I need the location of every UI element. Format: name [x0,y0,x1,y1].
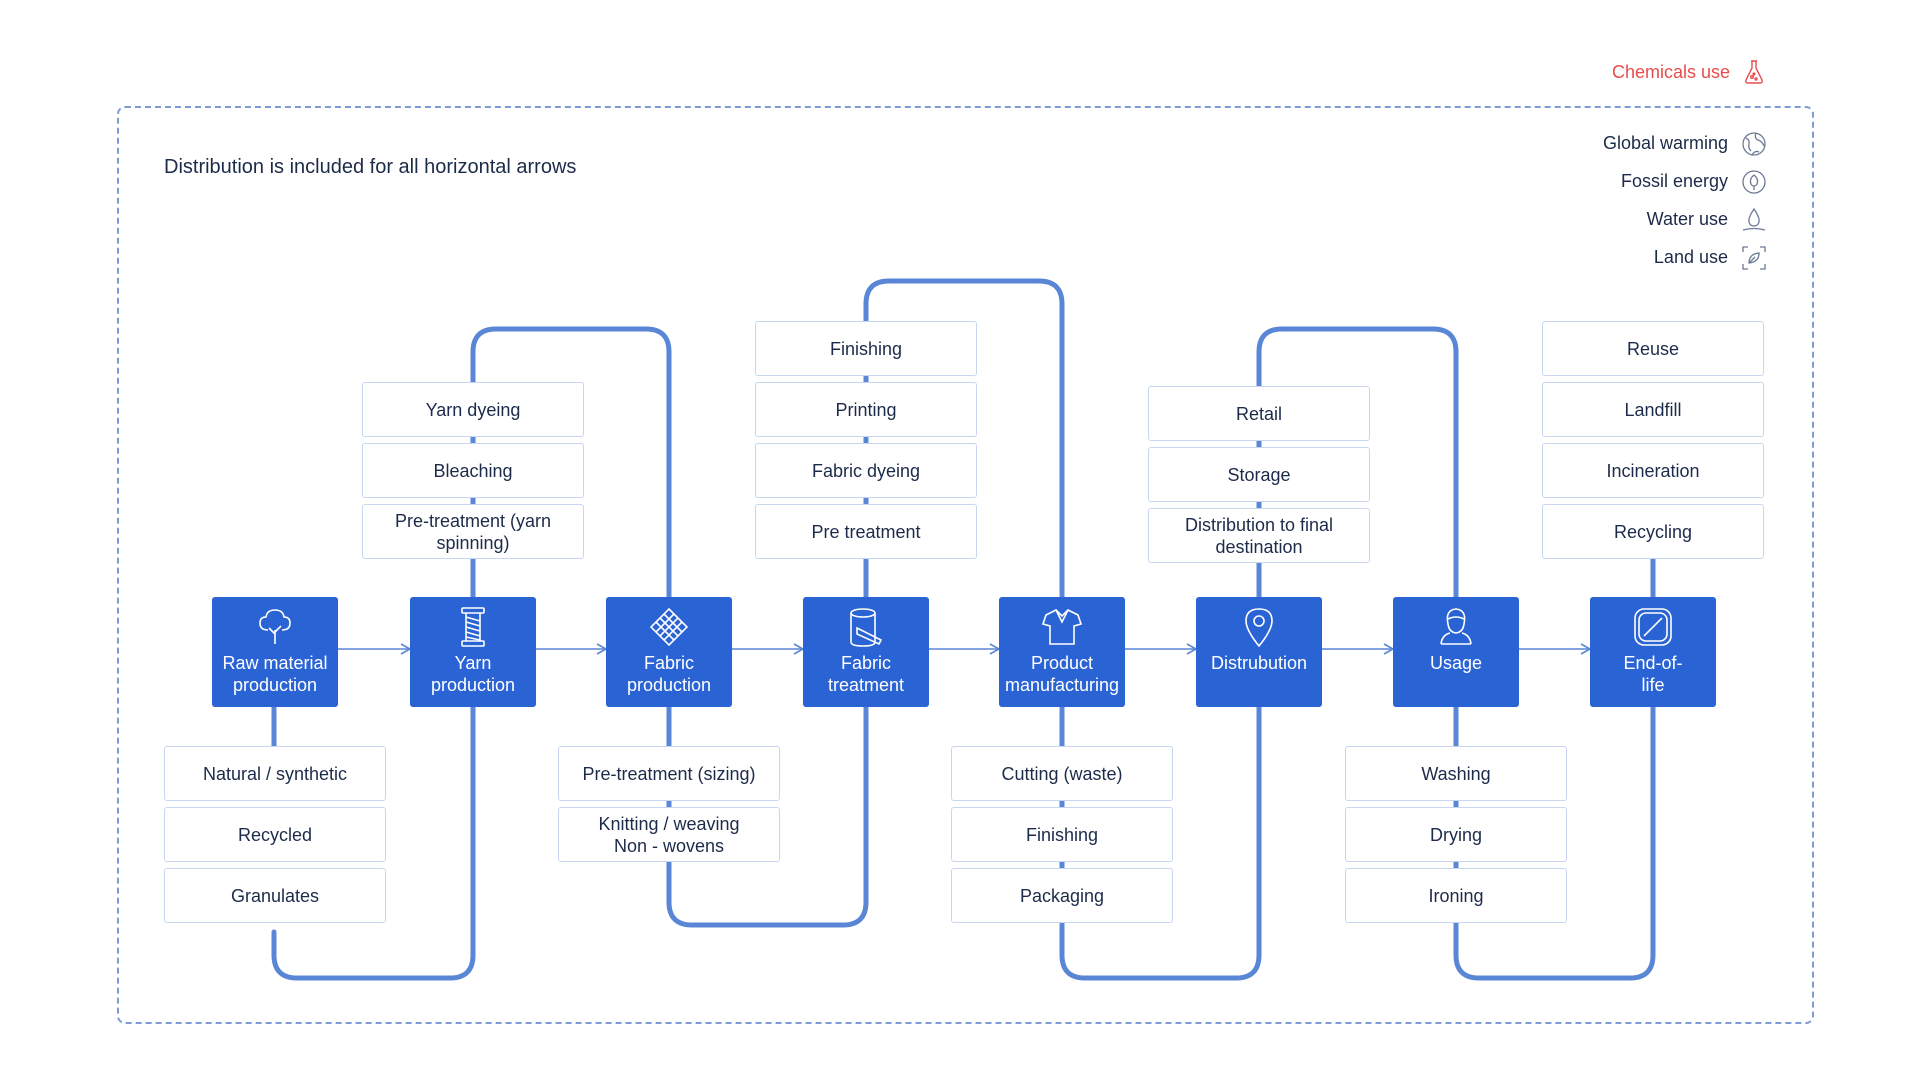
shirt-icon [1041,609,1083,645]
step-reuse: Reuse [1542,321,1764,376]
user-icon [1440,608,1472,645]
loop-distribution-up [1256,326,1459,601]
stage-label: Yarn production [430,653,516,695]
impact-legend: Global warming Fossil energy Water use L… [1603,130,1768,271]
loop-fabric-down [666,697,869,928]
step-ironing: Ironing [1345,868,1567,923]
step-pre-treatment: Pre treatment [755,504,977,559]
step-washing: Washing [1345,746,1567,801]
water-drop-icon [1742,207,1766,231]
step-knitting-weaving: Knitting / weaving Non - wovens [558,807,780,862]
step-bleaching: Bleaching [362,443,584,498]
step-distribution-final: Distribution to final destination [1148,508,1370,563]
stage-usage[interactable]: Usage [1393,597,1519,707]
stage-label: Raw material production [222,653,328,695]
flask-icon [1745,60,1763,84]
step-landfill: Landfill [1542,382,1764,437]
loop-raw-to-yarn [271,697,476,981]
loop-yarn-up [470,326,672,601]
yarn-spool-icon [461,607,485,647]
step-storage: Storage [1148,447,1370,502]
legend-label: Global warming [1602,133,1728,153]
stage-end-of-life[interactable]: End-of- life [1590,597,1716,707]
step-retail: Retail [1148,386,1370,441]
dye-bucket-icon [850,608,883,647]
step-natural-synthetic: Natural / synthetic [164,746,386,801]
legend-fossil-energy: Fossil energy [1621,168,1768,195]
stage-fabric-production[interactable]: Fabric production [606,597,732,707]
step-printing: Printing [755,382,977,437]
location-pin-icon [1245,608,1273,648]
step-cutting-waste: Cutting (waste) [951,746,1173,801]
stage-distribution[interactable]: Distrubution [1196,597,1322,707]
step-incineration: Incineration [1542,443,1764,498]
distribution-frame [117,106,1814,1024]
step-packaging: Packaging [951,868,1173,923]
step-fabric-dyeing: Fabric dyeing [755,443,977,498]
stage-label: Fabric production [626,653,712,695]
loop-usage-down [1453,697,1656,981]
stage-label: Distrubution [1210,653,1308,673]
loop-treatment-up [863,278,1065,601]
legend-label: Water use [1646,209,1728,229]
legend-label: Fossil energy [1620,171,1728,191]
legend-water-use: Water use [1647,206,1768,233]
globe-icon [1742,131,1766,156]
stage-yarn-production[interactable]: Yarn production [410,597,536,707]
stage-label: End-of- life [1623,653,1683,695]
distribution-note: Distribution is included for all horizon… [164,156,577,178]
step-recycling: Recycling [1542,504,1764,559]
step-recycled: Recycled [164,807,386,862]
step-yarn-dyeing: Yarn dyeing [362,382,584,437]
step-finishing-manufacturing: Finishing [951,807,1173,862]
step-finishing-treatment: Finishing [755,321,977,376]
land-use-icon [1742,245,1766,270]
stage-label: Fabric treatment [827,653,905,695]
chemicals-label: Chemicals use [1611,61,1730,82]
chemicals-legend: Chemicals use [1612,58,1768,86]
step-pre-treatment-yarn: Pre-treatment (yarn spinning) [362,504,584,559]
stage-product-manufacturing[interactable]: Product manufacturing [999,597,1125,707]
loop-manufacturing-down [1059,697,1262,981]
stage-fabric-treatment[interactable]: Fabric treatment [803,597,929,707]
legend-global-warming: Global warming [1603,130,1768,157]
disposal-icon [1634,608,1672,646]
step-granulates: Granulates [164,868,386,923]
stage-label: Product manufacturing [1004,653,1120,695]
step-drying: Drying [1345,807,1567,862]
step-pre-treatment-sizing: Pre-treatment (sizing) [558,746,780,801]
legend-land-use: Land use [1654,244,1768,271]
stage-raw-material-production[interactable]: Raw material production [212,597,338,707]
knit-fabric-icon [649,607,689,647]
stage-label: Usage [1429,653,1483,673]
cotton-plant-icon [259,609,291,644]
legend-label: Land use [1653,247,1728,267]
fossil-energy-icon [1742,169,1766,194]
